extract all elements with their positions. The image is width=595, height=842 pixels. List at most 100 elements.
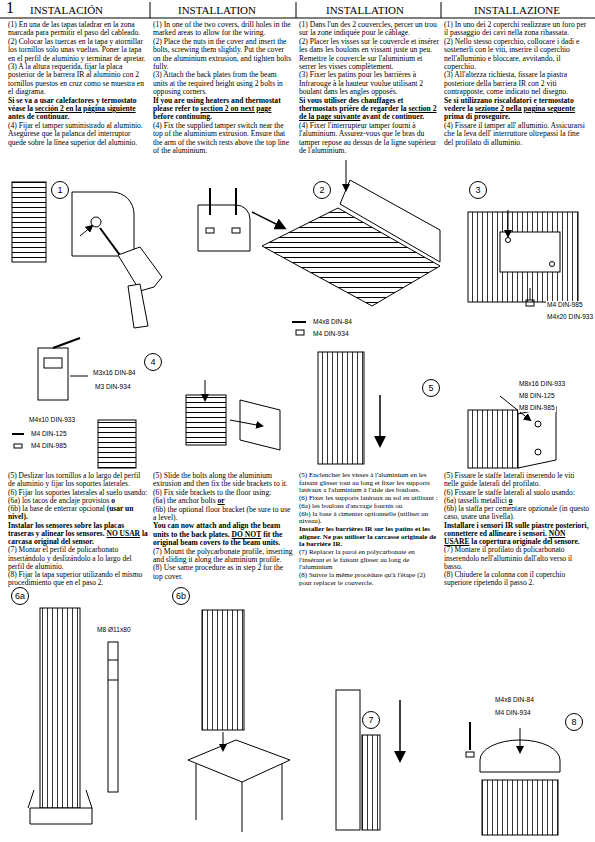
instruction-text: NO USAR (106, 529, 140, 538)
part-label: M8 Ø11x80 (96, 626, 132, 634)
callout-number: 6a (11, 587, 29, 605)
callout-number: 8 (565, 713, 583, 731)
instruction-text: (1) In one of the two covers, drill hole… (153, 20, 291, 37)
part-label: M4 DIN-985 (546, 301, 584, 309)
instruction-text: (7) Mount the polycarbonate profile, ins… (153, 547, 293, 564)
paragraph: (5) Fissare le staffe laterali inserendo… (444, 472, 590, 489)
paragraph: (6) Fissare le staffe laterali al suolo … (444, 489, 590, 497)
instruction-text: (6b) la staffa per cementare opzionale (… (444, 504, 589, 521)
paragraph: You can now attach and align the beam un… (153, 522, 293, 547)
text-column: (1) En una de las tapas taladrar en la z… (8, 21, 148, 147)
instruction-text: sezione 2 nella pagina seguente (475, 104, 575, 113)
part-label: M8 DIN-985 (518, 404, 556, 412)
instruction-text: (6b) the optional floor bracket (be sure… (153, 505, 291, 522)
part-label: M4x8 DIN-84 (494, 696, 535, 704)
callout-text: 7 (368, 715, 373, 725)
paragraph: (4) Fixer l'interrupteur tamper fourni à… (299, 122, 439, 156)
instruction-text: (2) Placer les visses sur le couvercle e… (299, 37, 439, 71)
instruction-text: Installare i sensori IR sulle piastre po… (444, 521, 589, 538)
part-label: M3x16 DIN-84 (92, 369, 137, 377)
paragraph: (6a) tasselli metallici o (444, 497, 590, 505)
paragraph: (7) Montar el perfil de policarbonato in… (8, 546, 148, 571)
instruction-text: la copertura originale del sensore. (471, 537, 579, 546)
paragraph: (4) Fissare il tamper all' alluminio. As… (444, 122, 590, 147)
instruction-text: (2) Colocar las tuercas en la tapa y ato… (8, 37, 146, 63)
instruction-text: (8) Use same procedure as in step 2 for … (153, 563, 283, 580)
paragraph: (2) Colocar las tuercas en la tapa y ato… (8, 38, 148, 63)
paragraph: (6) Fix side brackets to the floor using… (153, 489, 293, 497)
instruction-text: (1) Dans l'un des 2 couvercles, percer u… (299, 20, 437, 37)
callout-number: 1 (51, 181, 69, 199)
paragraph: Instalar los sensores sobre las placas t… (8, 522, 148, 547)
text-column: (5) Deslizar los tornillos a lo largo de… (8, 472, 148, 588)
paragraph: (6a) les boulons d'ancrage fournis ou (299, 503, 439, 511)
callout-number: 7 (362, 711, 380, 729)
paragraph: (4) Fijar el tamper suministrado al alum… (8, 122, 148, 147)
text-column: (5) Enclencher les visses à l'aluminium … (299, 472, 439, 588)
part-label: M4 DIN-934 (312, 330, 350, 338)
paragraph: (6) Fixer les supports latéraux au sol e… (299, 495, 439, 503)
instruction-text: (6) Fixer les supports latéraux au sol e… (299, 494, 438, 502)
instruction-text: (7) Montar el perfil de policarbonato in… (8, 545, 132, 571)
paragraph: Si se va a usar calefactores y termostat… (8, 97, 148, 122)
paragraph: (6b) la base de enterrar opcional (usar … (8, 505, 148, 522)
callout-text: 4 (150, 357, 155, 367)
instruction-text: (6a) tasselli metallici (444, 496, 507, 505)
paragraph: (7) Mount the polycarbonate profile, ins… (153, 548, 293, 565)
part-label: M4 DIN-934 (494, 709, 532, 717)
text-column: (1) Dans l'un des 2 couvercles, percer u… (299, 21, 439, 156)
instruction-text: (6) Fix side brackets to the floor using… (153, 488, 271, 497)
paragraph: Si vous utiliser des chauffages et therm… (299, 97, 439, 122)
instruction-text: (5) Fissare le staffe laterali inserendo… (444, 471, 574, 488)
paragraph: (7) Replacer la paroi en polycarbonate e… (299, 549, 439, 572)
instruction-text: (3) All'altezza richiesta, fissare la pi… (444, 70, 568, 96)
paragraph: (5) Slide the bolts along the aluminium … (153, 472, 293, 489)
callout-text: 1 (57, 185, 62, 195)
instruction-text: (1) En una de las tapas taladrar en la z… (8, 20, 140, 37)
paragraph: (6) Fijar los soportes laterales al suel… (8, 489, 148, 497)
part-label: M8x16 DIN-933 (518, 380, 566, 388)
callout-number: 5 (422, 379, 440, 397)
paragraph: Installare i sensori IR sulle piastre po… (444, 522, 590, 547)
instruction-text: or (218, 496, 225, 505)
instruction-text: antes de continuar. (8, 112, 69, 121)
instruction-text: DO NOT (232, 530, 262, 539)
paragraph: (6b) the optional floor bracket (be sure… (153, 506, 293, 523)
text-column: (1) In one of the two covers, drill hole… (153, 21, 293, 156)
callout-text: 2 (319, 185, 324, 195)
paragraph: (6b) la base à cimenter optionnelle (uti… (299, 511, 439, 526)
instruction-text: You can now attach and align the beam un… (153, 521, 280, 538)
paragraph: (7) Montare il profilato di policarbonat… (444, 546, 590, 571)
text-column: (1) In uno dei 2 coperchi realizzare un … (444, 21, 590, 147)
instruction-text: (4) Fissare il tamper all' alluminio. As… (444, 121, 585, 147)
paragraph: (3) Attach the back plates from the beam… (153, 71, 293, 96)
paragraph: (5) Enclencher les visses à l'aluminium … (299, 472, 439, 495)
callout-number: 2 (313, 181, 331, 199)
paragraph: (2) Nello stesso coperchio, collocare i … (444, 38, 590, 72)
paragraph: (1) En una de las tapas taladrar en la z… (8, 21, 148, 38)
section-heading: INSTALLATION (326, 4, 404, 17)
instruction-text: (5) Slide the bolts along the aluminium … (153, 471, 288, 488)
part-label: M4x8 DIN-84 (312, 318, 353, 326)
instruction-text: (8) Fijar la tapa superior utilizando el… (8, 570, 142, 587)
paragraph: (8) Suivre la même procédure qu'à l'étap… (299, 572, 439, 587)
text-column: (5) Fissare le staffe laterali inserendo… (444, 472, 590, 588)
instruction-text: sección 2 en la página siguiente (35, 104, 136, 113)
paragraph: (8) Use same procedure as in step 2 for … (153, 564, 293, 581)
instruction-text: (6) Fijar los soportes laterales al suel… (8, 488, 147, 497)
callout-number: 6b (172, 587, 190, 605)
part-label: M4 DIN-985 (30, 442, 68, 450)
instruction-text: (3) A la altura requerida, fijar la plac… (8, 62, 144, 96)
part-label: M4 DIN-125 (30, 430, 68, 438)
instruction-text: (6a) les boulons d'ancrage fournis ou (299, 502, 402, 510)
instruction-text: (4) Fijar el tamper suministrado al alum… (8, 121, 143, 147)
paragraph: (1) In one of the two covers, drill hole… (153, 21, 293, 38)
section-heading: INSTALLATION (178, 4, 256, 17)
paragraph: (3) Fixer les patins pour les barrières … (299, 71, 439, 96)
instruction-text: (6a) the anchor bolts (153, 496, 216, 505)
callout-number: 4 (144, 353, 162, 371)
instruction-text: before continuing. (153, 112, 212, 121)
instruction-text: (7) Replacer la paroi en polycarbonate e… (299, 548, 415, 571)
instruction-text: (7) Montare il profilato di policarbonat… (444, 545, 572, 571)
paragraph: (4) Fix the supplied tamper switch near … (153, 122, 293, 156)
